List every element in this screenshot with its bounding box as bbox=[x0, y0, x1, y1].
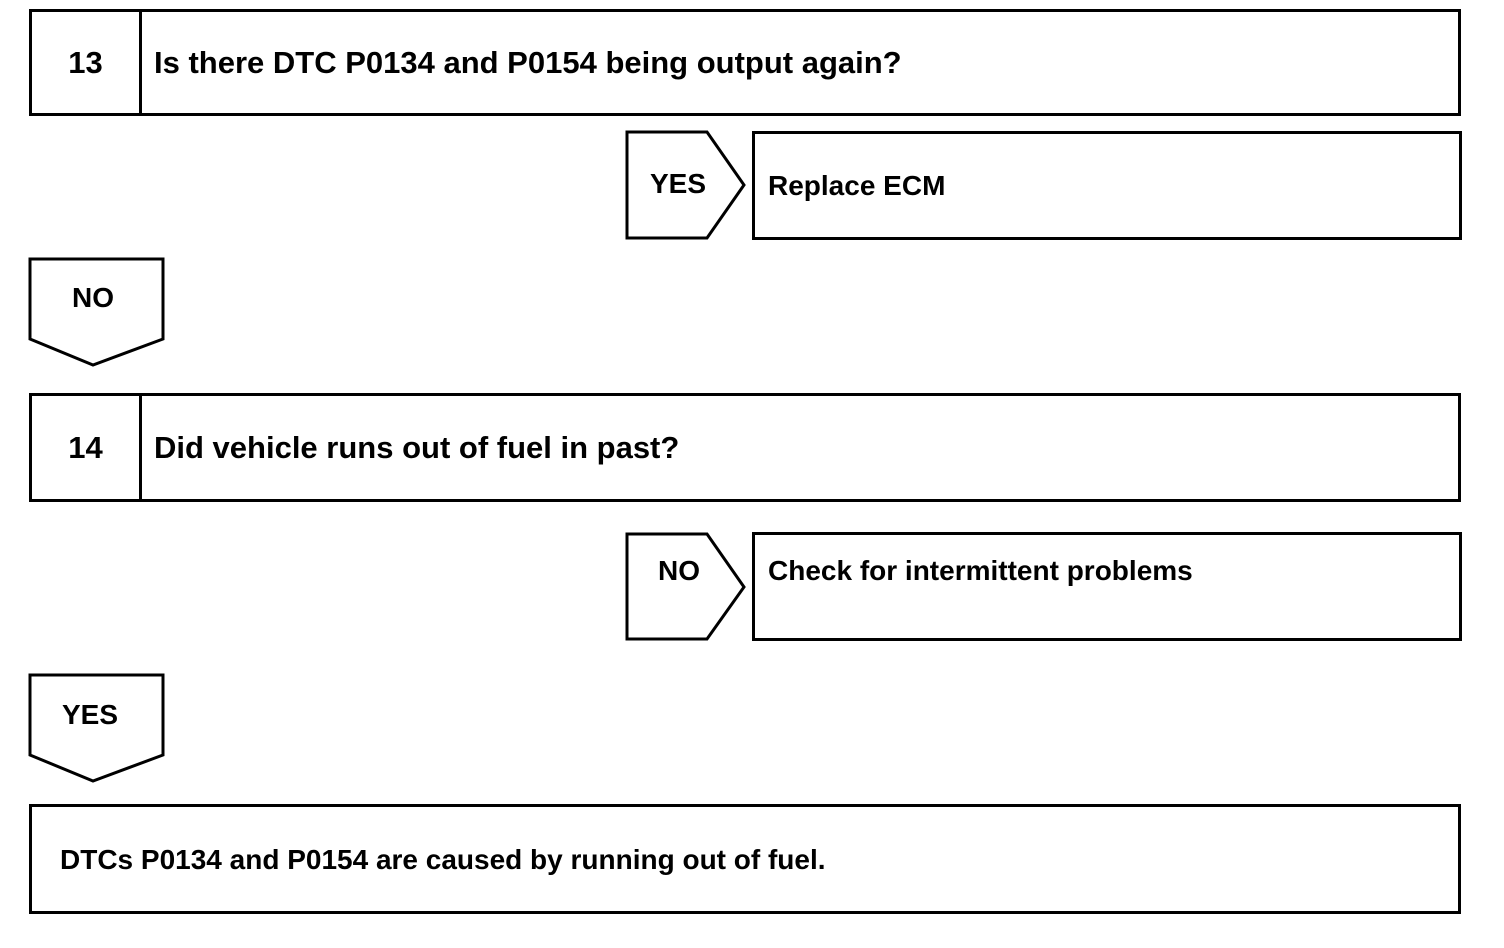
yes-arrow-shape-13 bbox=[625, 130, 746, 240]
conclusion-text: DTCs P0134 and P0154 are caused by runni… bbox=[60, 844, 826, 875]
conclusion-box: DTCs P0134 and P0154 are caused by runni… bbox=[29, 804, 1461, 914]
step-14-no-label: NO bbox=[658, 555, 700, 586]
no-arrow-shape-13 bbox=[28, 257, 165, 367]
step-14-no-result: Check for intermittent problems bbox=[768, 555, 1193, 586]
step-13-yes-result: Replace ECM bbox=[768, 170, 946, 201]
step-14-box: 14 Did vehicle runs out of fuel in past? bbox=[29, 393, 1461, 502]
step-13-yes-result-box: Replace ECM bbox=[752, 131, 1462, 240]
step-13-no-label: NO bbox=[72, 282, 114, 313]
step-14-yes-label: YES bbox=[62, 699, 119, 730]
step-14-number: 14 bbox=[32, 396, 142, 499]
step-14-no-result-box: Check for intermittent problems bbox=[752, 532, 1462, 641]
no-arrow-shape-14 bbox=[625, 532, 746, 641]
step-13-box: 13 Is there DTC P0134 and P0154 being ou… bbox=[29, 9, 1461, 116]
step-14-question: Did vehicle runs out of fuel in past? bbox=[154, 429, 680, 465]
step-13-number: 13 bbox=[32, 12, 142, 113]
yes-arrow-shape-14 bbox=[28, 673, 165, 783]
step-13-question: Is there DTC P0134 and P0154 being outpu… bbox=[154, 44, 902, 80]
step-13-yes-label: YES bbox=[650, 168, 707, 199]
